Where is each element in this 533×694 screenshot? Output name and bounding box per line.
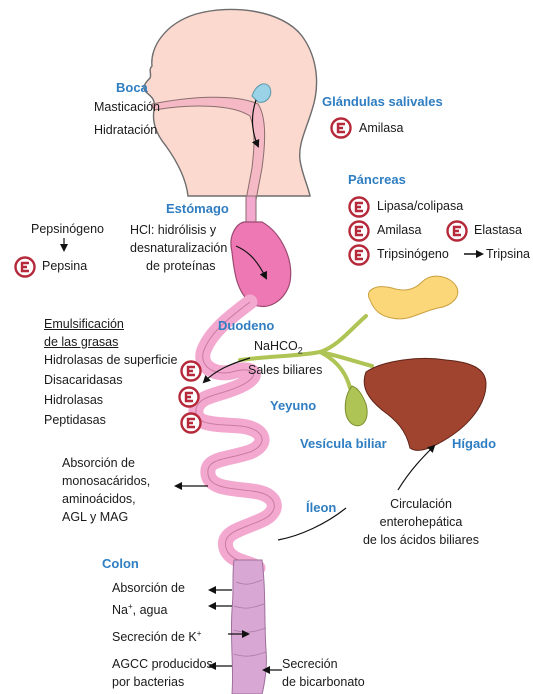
label-ileon: Íleon bbox=[306, 500, 336, 515]
enzyme-icon bbox=[348, 220, 370, 242]
circulacion-line: Circulación bbox=[346, 496, 496, 513]
estomago-line: desnaturalización bbox=[130, 240, 227, 257]
absorcion-line: AGL y MAG bbox=[62, 509, 128, 526]
circulacion-line: enterohepática bbox=[346, 514, 496, 531]
enzyme-icon bbox=[178, 386, 200, 408]
label-estomago: Estómago bbox=[166, 201, 229, 216]
colon-secrecion-bicarbonato: de bicarbonato bbox=[282, 674, 365, 691]
pancreas-tripsinogeno: Tripsinógeno bbox=[377, 246, 449, 263]
pancreas-elastasa: Elastasa bbox=[474, 222, 522, 239]
colon-absorcion: Absorción de bbox=[112, 580, 185, 597]
label-pancreas: Páncreas bbox=[348, 172, 406, 187]
boca-item: Masticación bbox=[94, 99, 160, 116]
enzyme-icon bbox=[14, 256, 36, 278]
glandulas-enzyme: Amilasa bbox=[359, 120, 403, 137]
absorcion-line: aminoácidos, bbox=[62, 491, 136, 508]
gallbladder bbox=[345, 386, 367, 426]
enzyme-icon bbox=[180, 412, 202, 434]
intestinal-enzyme: Peptidasas bbox=[44, 412, 106, 429]
pepsinogeno-label: Pepsinógeno bbox=[31, 221, 104, 238]
label-yeyuno: Yeyuno bbox=[270, 398, 316, 413]
emulsificacion-label: de las grasas bbox=[44, 334, 118, 351]
estomago-line: HCl: hidrólisis y bbox=[130, 222, 216, 239]
label-colon: Colon bbox=[102, 556, 139, 571]
pepsina-label: Pepsina bbox=[42, 258, 87, 275]
boca-item: Hidratación bbox=[94, 122, 157, 139]
enzyme-icon bbox=[330, 117, 352, 139]
pancreas-tripsina: Tripsina bbox=[486, 246, 530, 263]
enzyme-icon bbox=[348, 244, 370, 266]
nahco2-label: NaHCO2 bbox=[254, 338, 303, 360]
colon-agcc: por bacterias bbox=[112, 674, 184, 691]
colon-agcc: AGCC producidos bbox=[112, 656, 213, 673]
colon-secrecion-k: Secreción de K+ bbox=[112, 625, 201, 646]
estomago-line: de proteínas bbox=[146, 258, 216, 275]
label-higado: Hígado bbox=[452, 436, 496, 451]
sales-biliares-label: Sales biliares bbox=[248, 362, 322, 379]
label-duodeno: Duodeno bbox=[218, 318, 274, 333]
stomach bbox=[231, 222, 291, 307]
intestinal-enzyme: Hidrolasas de superficie bbox=[44, 352, 177, 369]
emulsificacion-label: Emulsificación bbox=[44, 316, 124, 333]
enzyme-icon bbox=[348, 196, 370, 218]
colon-secrecion-bicarbonato: Secreción bbox=[282, 656, 338, 673]
circulacion-line: de los ácidos biliares bbox=[346, 532, 496, 549]
pancreas bbox=[368, 276, 457, 319]
enzyme-icon bbox=[180, 360, 202, 382]
absorcion-line: monosacáridos, bbox=[62, 473, 150, 490]
intestinal-enzyme: Hidrolasas bbox=[44, 392, 103, 409]
absorcion-line: Absorción de bbox=[62, 455, 135, 472]
label-glandulas-salivales: Glándulas salivales bbox=[322, 94, 443, 109]
pancreas-amilasa: Amilasa bbox=[377, 222, 421, 239]
label-boca: Boca bbox=[116, 80, 148, 95]
intestinal-enzyme: Disacaridasas bbox=[44, 372, 123, 389]
colon-absorcion: Na+, agua bbox=[112, 598, 167, 619]
pancreas-lipasa: Lipasa/colipasa bbox=[377, 198, 463, 215]
enzyme-icon bbox=[446, 220, 468, 242]
label-vesicula-biliar: Vesícula biliar bbox=[300, 436, 387, 451]
